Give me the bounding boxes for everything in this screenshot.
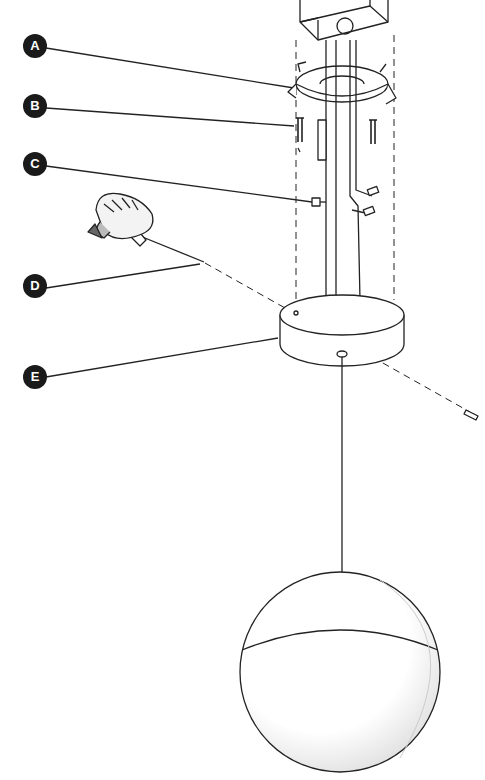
junction-box [300, 0, 388, 40]
leader-line [46, 264, 200, 288]
pendant-cord [341, 357, 342, 575]
mounting-bracket [288, 62, 396, 104]
callout-letter: B [23, 94, 47, 118]
callout-letter: D [23, 274, 47, 298]
leader-line [46, 166, 312, 202]
hand-screwdriver [88, 193, 204, 262]
supply-wires [312, 40, 379, 300]
callout-letter: C [23, 152, 47, 176]
canopy-screw [464, 410, 478, 420]
leader-line [46, 338, 278, 377]
leader-line [46, 108, 294, 126]
globe-shade [240, 572, 440, 772]
callout-letter: A [23, 34, 47, 58]
canopy [280, 295, 404, 366]
callout-letter: E [23, 365, 47, 389]
leader-line [46, 48, 294, 88]
